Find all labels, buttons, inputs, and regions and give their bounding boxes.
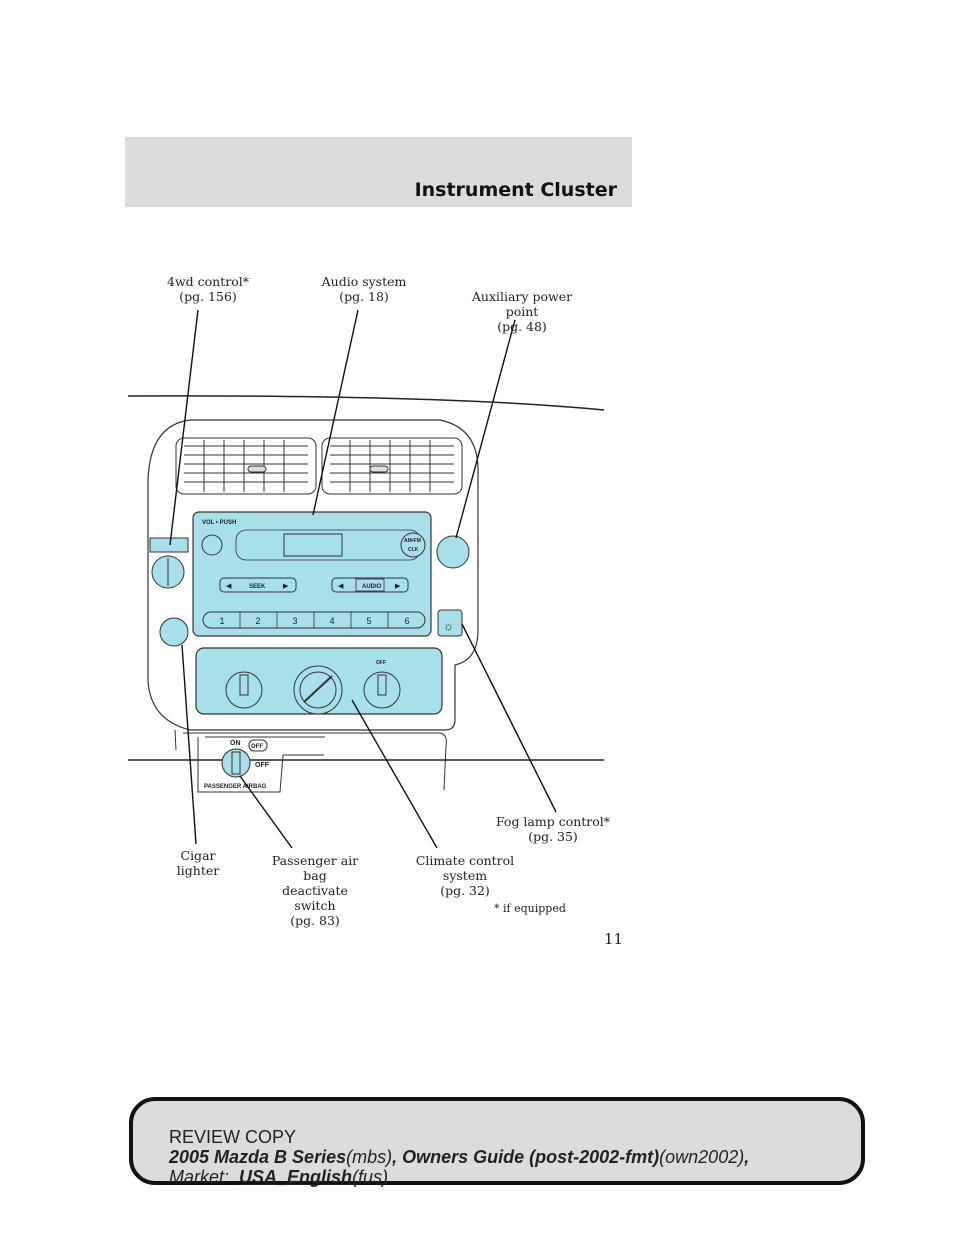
- audio-unit: VOL • PUSH AM•FM CLK ◀ SEEK ▶ ◀ AUDIO ▶ …: [192, 511, 432, 637]
- callout-fog-lamp-control: Fog lamp control*(pg. 35): [495, 814, 611, 844]
- footnote: * if equipped: [494, 902, 566, 915]
- clk-label: CLK: [408, 547, 419, 553]
- volume-knob: [201, 534, 223, 556]
- preset-3: 3: [292, 616, 297, 626]
- vol-push-label: VOL • PUSH: [202, 520, 236, 526]
- svg-text:◀: ◀: [226, 583, 232, 590]
- callout-4wd-control: 4wd control*(pg. 156): [167, 274, 249, 304]
- seek-button: [219, 577, 297, 593]
- fourwd-control: [149, 537, 189, 589]
- am-fm-clk-button: [400, 532, 426, 558]
- svg-text:☼: ☼: [443, 619, 454, 633]
- passenger-airbag-switch: ON OFF OFF PASSENGER AIRBAG: [204, 739, 270, 790]
- audio-button: [331, 577, 409, 593]
- callout-climate-control-system: Climate control system(pg. 32): [415, 853, 515, 898]
- climate-off-label: OFF: [376, 660, 386, 666]
- section-title: Instrument Cluster: [414, 179, 617, 201]
- preset-2: 2: [255, 616, 260, 626]
- fan-speed-knob: [225, 671, 263, 709]
- preset-6: 6: [404, 616, 409, 626]
- svg-text:▶: ▶: [395, 583, 401, 590]
- preset-4: 4: [329, 616, 334, 626]
- callout-auxiliary-power-point: Auxiliary power point(pg. 48): [471, 289, 573, 334]
- review-copy-box: REVIEW COPY 2005 Mazda B Series(mbs), Ow…: [129, 1097, 865, 1187]
- header-band: Instrument Cluster: [125, 137, 632, 207]
- dash-top-line: [127, 395, 605, 411]
- review-line-2: 2005 Mazda B Series(mbs), Owners Guide (…: [169, 1147, 750, 1167]
- svg-text:▶: ▶: [283, 583, 289, 590]
- airbag-off-badge: OFF: [251, 744, 263, 750]
- svg-text:◀: ◀: [338, 583, 344, 590]
- left-air-vent: [175, 437, 317, 495]
- preset-5: 5: [366, 616, 371, 626]
- preset-1: 1: [219, 616, 224, 626]
- audio-label: AUDIO: [362, 584, 382, 590]
- climate-control-panel: OFF: [195, 647, 443, 715]
- review-line-1: REVIEW COPY: [169, 1127, 297, 1147]
- am-fm-label: AM•FM: [404, 538, 421, 544]
- review-line-3: Market: USA_English(fus): [169, 1167, 389, 1187]
- cigar-lighter: [159, 617, 189, 647]
- right-air-vent: [321, 437, 463, 495]
- leader-lines: [169, 309, 557, 849]
- callout-audio-system: Audio system(pg. 18): [321, 274, 407, 304]
- fog-lamp-switch: ☼: [437, 609, 463, 637]
- airbag-on-label: ON: [230, 740, 241, 747]
- mode-knob: [363, 671, 401, 709]
- passenger-airbag-label: PASSENGER AIRBAG: [204, 784, 267, 790]
- callout-cigar-lighter: Cigar lighter: [176, 848, 220, 878]
- radio-display: [283, 533, 343, 557]
- page-number: 11: [604, 930, 624, 948]
- auxiliary-power-point: [436, 535, 470, 569]
- airbag-off-label: OFF: [255, 762, 270, 769]
- seek-label: SEEK: [249, 584, 266, 590]
